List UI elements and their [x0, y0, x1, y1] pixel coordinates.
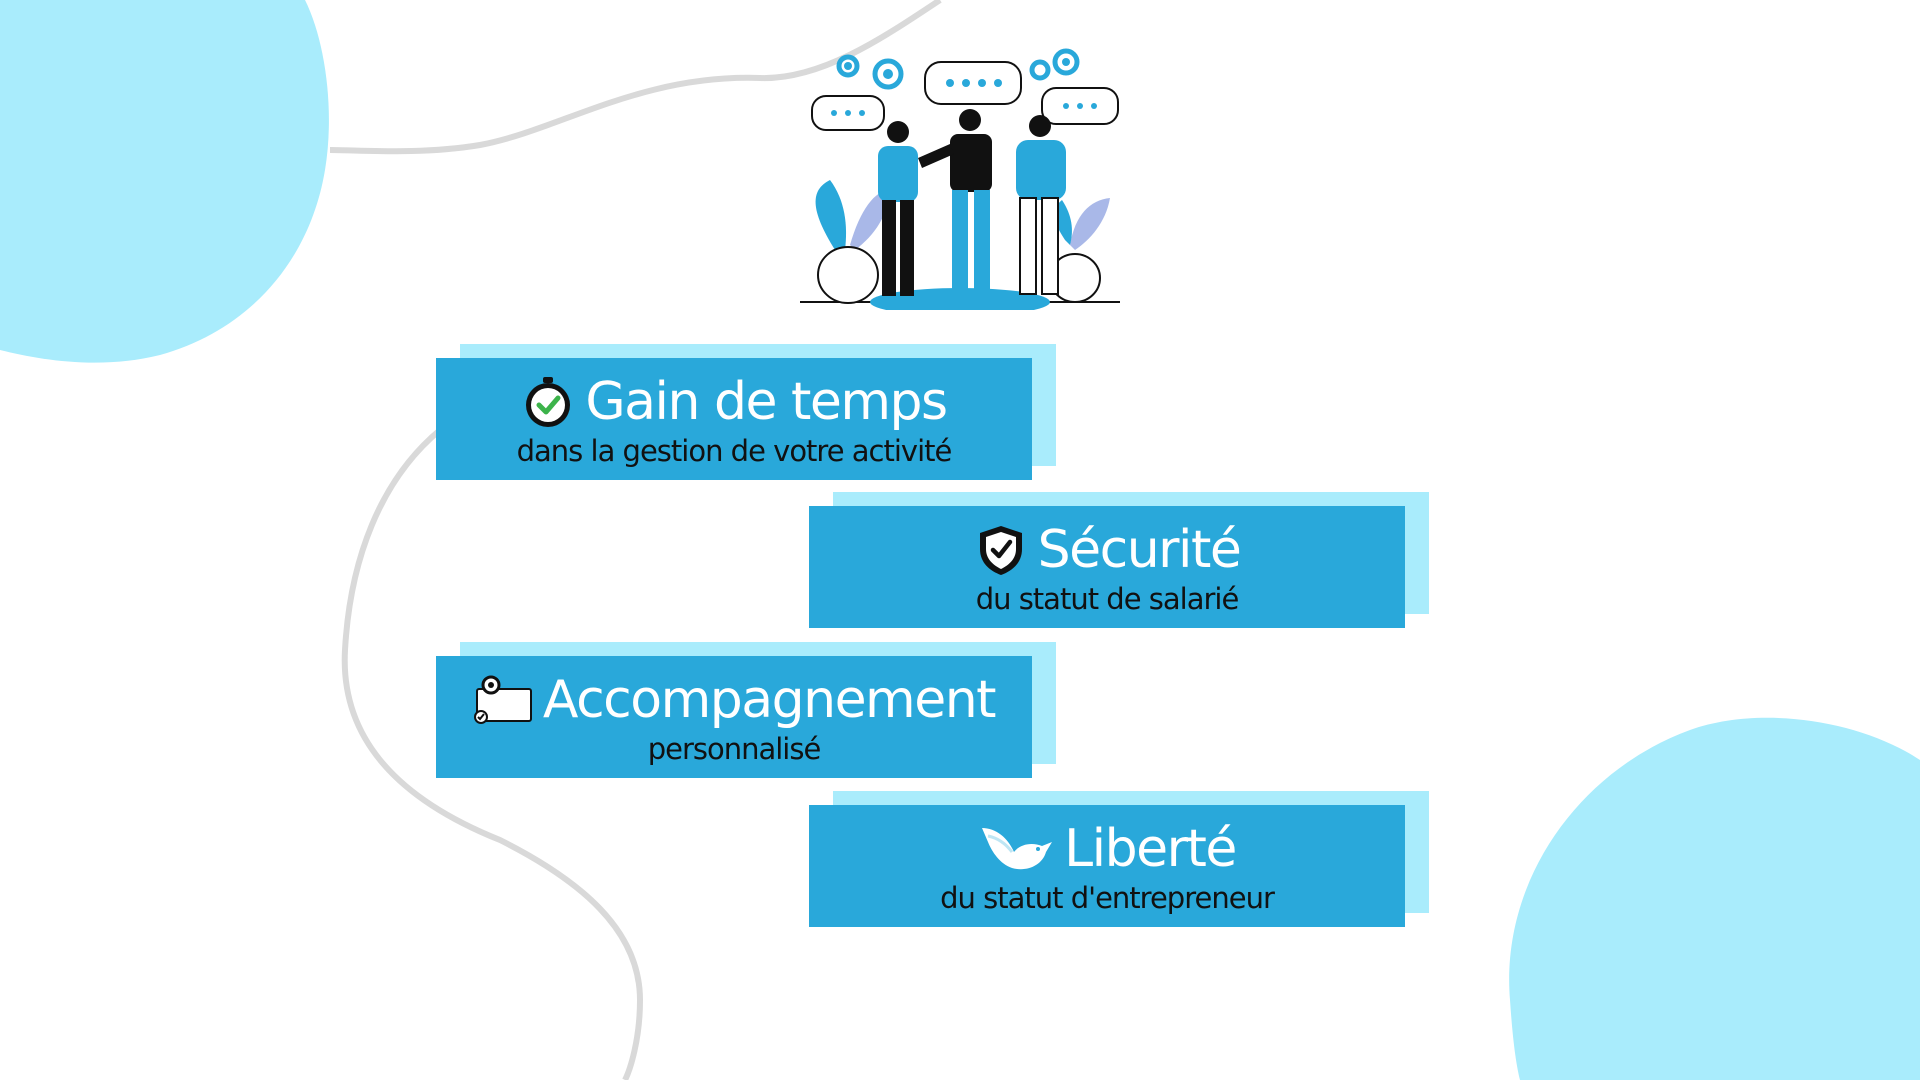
- card-accompagnement: Accompagnement personnalisé: [436, 642, 1056, 778]
- card-face: Accompagnement personnalisé: [436, 656, 1032, 778]
- gear-folder-icon: [473, 673, 533, 727]
- card-title-row: Gain de temps: [521, 369, 948, 435]
- card-liberte: Liberté du statut d'entrepreneur: [809, 791, 1429, 927]
- card-title-row: Accompagnement: [473, 667, 997, 733]
- card-title: Sécurité: [1037, 520, 1242, 580]
- shield-check-icon: [974, 523, 1028, 577]
- card-title: Liberté: [1064, 819, 1237, 879]
- top-left-blob: [0, 0, 329, 363]
- dove-icon: [978, 822, 1054, 876]
- card-subtitle: personnalisé: [647, 732, 822, 766]
- team-discussion-illustration: [800, 48, 1120, 310]
- card-title-row: Liberté: [978, 816, 1237, 882]
- card-subtitle: dans la gestion de votre activité: [516, 434, 953, 468]
- card-title: Gain de temps: [585, 372, 948, 432]
- card-face: Liberté du statut d'entrepreneur: [809, 805, 1405, 927]
- card-title-row: Sécurité: [974, 517, 1242, 583]
- card-subtitle: du statut d'entrepreneur: [940, 881, 1275, 915]
- card-gain-de-temps: Gain de temps dans la gestion de votre a…: [436, 344, 1056, 480]
- card-face: Sécurité du statut de salarié: [809, 506, 1405, 628]
- card-subtitle: du statut de salarié: [975, 582, 1240, 616]
- card-securite: Sécurité du statut de salarié: [809, 492, 1429, 628]
- card-title: Accompagnement: [542, 670, 997, 730]
- stopwatch-icon: [521, 375, 575, 429]
- bottom-right-blob: [1509, 717, 1920, 1080]
- card-face: Gain de temps dans la gestion de votre a…: [436, 358, 1032, 480]
